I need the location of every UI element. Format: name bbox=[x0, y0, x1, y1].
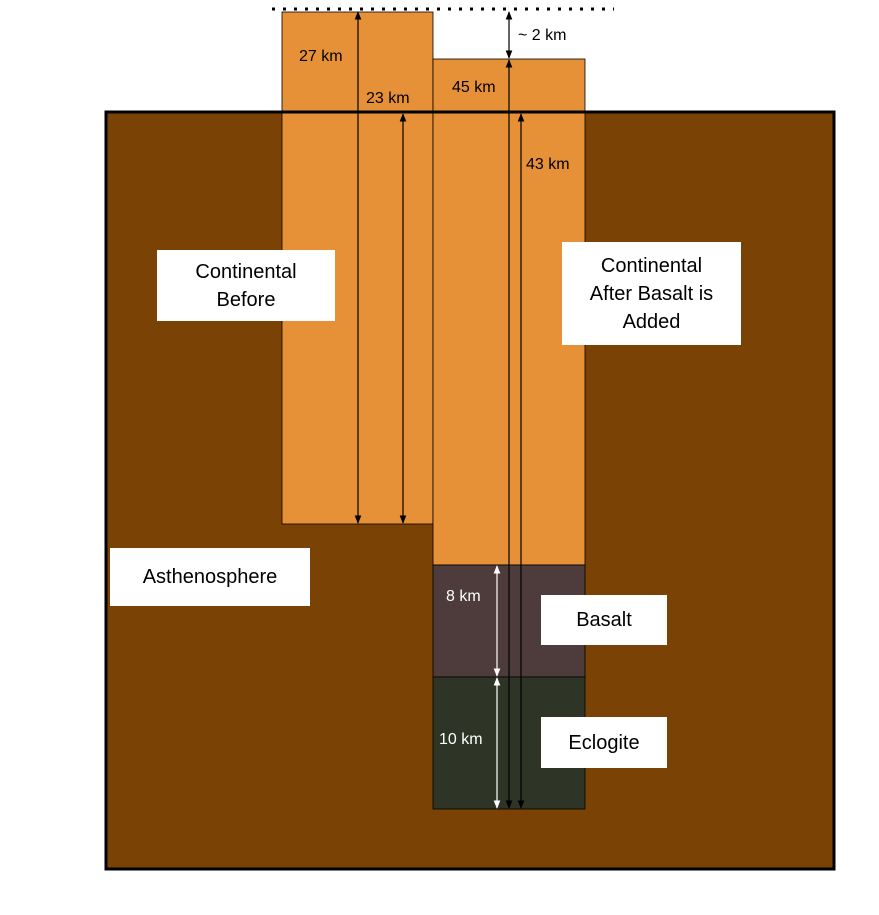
asthenosphere-text: Asthenosphere bbox=[142, 566, 278, 588]
after-root-label: 43 km bbox=[526, 156, 570, 173]
basalt-label: Basalt bbox=[541, 595, 667, 645]
continental-before-text: Continental Before bbox=[195, 260, 297, 311]
continental-before-label: Continental Before bbox=[157, 250, 335, 321]
before-root-label: 23 km bbox=[366, 90, 410, 107]
before-total-label: 27 km bbox=[299, 48, 343, 65]
basalt-text: Basalt bbox=[576, 609, 632, 631]
continental-after-text: Continental After Basalt is Added bbox=[589, 254, 714, 333]
continental-after-label: Continental After Basalt is Added bbox=[562, 242, 741, 345]
eclogite-text: Eclogite bbox=[568, 731, 640, 754]
asthenosphere-label: Asthenosphere bbox=[110, 548, 310, 606]
basalt-thickness-label: 8 km bbox=[446, 588, 481, 605]
uplift-label: ~ 2 km bbox=[518, 27, 566, 44]
eclogite-thickness-label: 10 km bbox=[439, 731, 483, 748]
eclogite-label: Eclogite bbox=[541, 717, 667, 768]
after-total-label: 45 km bbox=[452, 79, 496, 96]
